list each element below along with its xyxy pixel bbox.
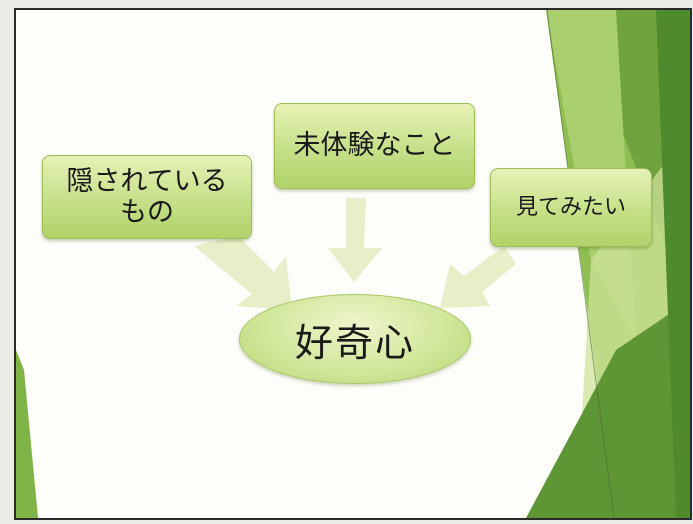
slide: 隠されている もの 未体験なこと 見てみたい 好奇心 [14, 8, 692, 520]
source-box-line: 隠されている [66, 165, 228, 197]
deco-panel-dark-bottom [526, 300, 690, 518]
center-ellipse-curiosity: 好奇心 [239, 294, 471, 384]
source-box-line: もの [119, 197, 174, 228]
source-box-line: 未体験なこと [293, 130, 456, 162]
source-box-want-to-see: 見てみたい [490, 168, 652, 247]
source-box-unexperienced: 未体験なこと [274, 103, 475, 189]
deco-left-strip [16, 350, 38, 518]
deco-edge-strip [656, 10, 690, 518]
arrow-left [194, 236, 292, 310]
arrow-right [440, 246, 516, 308]
source-box-line: 見てみたい [515, 194, 626, 220]
slide-background-decoration [16, 10, 690, 518]
deco-divider-line [546, 10, 615, 518]
arrow-top [328, 198, 382, 282]
center-label: 好奇心 [294, 320, 415, 365]
source-box-hidden-things: 隠されている もの [42, 155, 252, 239]
